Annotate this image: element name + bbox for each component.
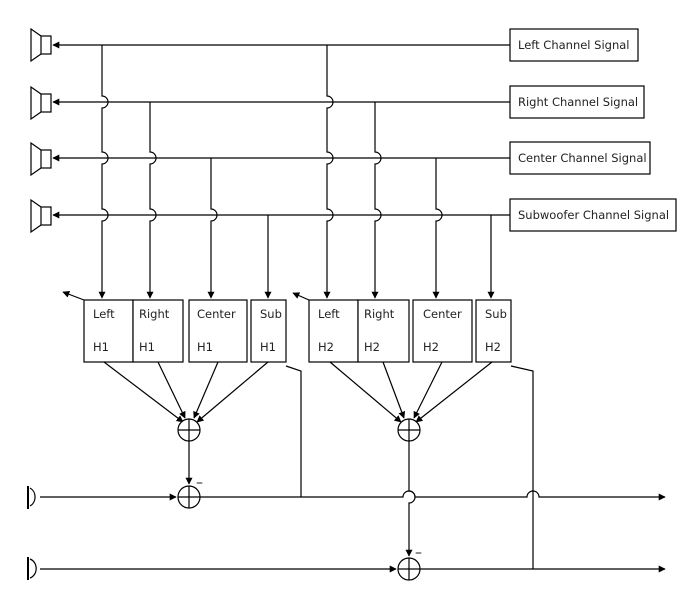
- feedback-line-h2: [510, 365, 534, 569]
- minus-sign-2: –: [415, 545, 422, 561]
- filter-right-h2-sub: H2: [364, 340, 380, 354]
- corner-arrow-h2: [292, 292, 310, 301]
- filter-to-sum-line: [193, 361, 219, 419]
- filter-left-h2-sub: H2: [318, 340, 334, 354]
- filter-left-h2-box: [308, 299, 359, 363]
- tap-right-h2: [371, 102, 382, 299]
- tap-center-h2: [432, 158, 443, 299]
- filter-left-h1-sub: H1: [93, 340, 109, 354]
- sum-junction-h1: [177, 418, 201, 442]
- filter-to-sum-line: [103, 361, 184, 423]
- center-signal-label: Center Channel Signal: [518, 151, 647, 165]
- left-signal-box: [509, 28, 639, 62]
- error-sum-junction-1: [177, 485, 201, 509]
- filter-to-sum-line: [413, 361, 443, 419]
- tap-left-h1: [98, 45, 109, 299]
- right-signal-box: [509, 85, 645, 119]
- filter-right-h1-box: [132, 299, 184, 363]
- filter-right-h2-box: [357, 299, 410, 363]
- filter-right-h2-name: Right: [364, 307, 395, 321]
- filter-center-h2-name: Center: [423, 307, 462, 321]
- sum-junction-h2: [397, 418, 421, 442]
- tap-center-h1: [207, 158, 218, 299]
- filter-sub-h2-box: [475, 299, 512, 363]
- microphone-icon: [27, 557, 37, 580]
- filter-left-h2-name: Left: [318, 307, 340, 321]
- filter-sub-h1-sub: H1: [260, 340, 276, 354]
- speaker-icon: [30, 141, 52, 177]
- filter-center-h2-box: [412, 299, 473, 363]
- filter-to-sum-line: [415, 361, 493, 423]
- filter-left-h1-box: [83, 299, 134, 363]
- filter-center-h1-box: [188, 299, 248, 363]
- speaker-icon: [30, 85, 52, 121]
- filter-center-h1-name: Center: [197, 307, 236, 321]
- filter-center-h2-sub: H2: [423, 340, 439, 354]
- sum2-to-error2-line: [405, 441, 416, 557]
- filter-to-sum-line: [196, 361, 269, 423]
- speaker-icon: [30, 198, 52, 234]
- filter-center-h1-sub: H1: [197, 340, 213, 354]
- center-signal-box: [509, 141, 651, 175]
- feedback-line-h1: [285, 365, 302, 497]
- filter-sub-h2-name: Sub: [485, 307, 507, 321]
- tap-right-h1: [146, 102, 157, 299]
- right-signal-label: Right Channel Signal: [518, 95, 638, 109]
- subwoofer-signal-label: Subwoofer Channel Signal: [518, 208, 669, 222]
- corner-arrow-h1: [62, 290, 85, 301]
- filter-to-sum-line: [329, 361, 402, 423]
- minus-sign-1: –: [196, 475, 203, 491]
- tap-left-h2: [323, 45, 334, 299]
- filter-sub-h2-sub: H2: [485, 340, 501, 354]
- filter-right-h1-name: Right: [139, 307, 170, 321]
- filter-sub-h1-box: [250, 299, 287, 363]
- error1-output-line: [200, 490, 666, 501]
- microphone-icon: [27, 486, 36, 509]
- speaker-icon: [30, 27, 52, 63]
- filter-right-h1-sub: H1: [139, 340, 155, 354]
- filter-sub-h1-name: Sub: [260, 307, 282, 321]
- filter-to-sum-line: [382, 361, 406, 419]
- subwoofer-signal-box: [509, 198, 677, 232]
- filter-left-h1-name: Left: [93, 307, 115, 321]
- filter-to-sum-line: [157, 361, 186, 419]
- error-sum-junction-2: [397, 557, 421, 581]
- left-signal-label: Left Channel Signal: [518, 38, 630, 52]
